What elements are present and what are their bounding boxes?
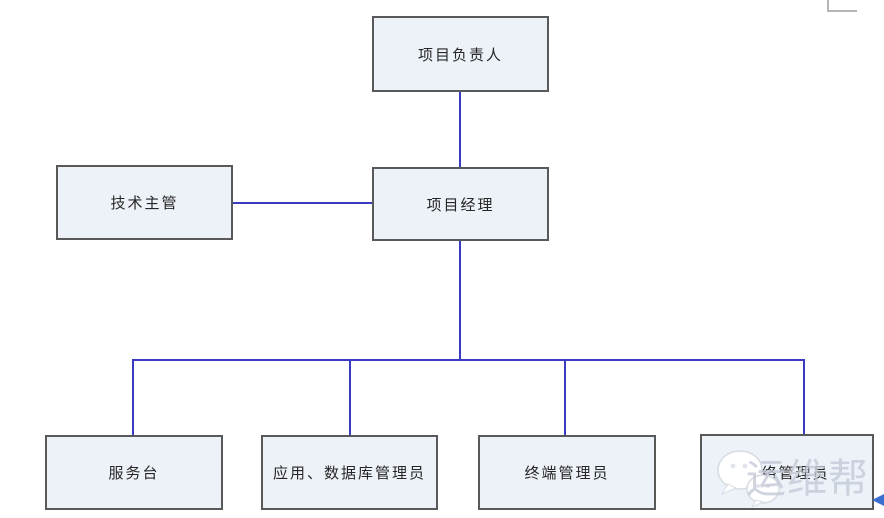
connector-leader-to-manager bbox=[459, 92, 461, 167]
node-terminal-admin: 终端管理员 bbox=[478, 435, 656, 510]
node-project-manager-label: 项目经理 bbox=[426, 196, 495, 214]
connector-tech-to-manager bbox=[233, 202, 372, 204]
blue-arrow-artifact bbox=[872, 494, 884, 506]
connector-distribution-line bbox=[132, 359, 805, 361]
node-terminal-admin-label: 终端管理员 bbox=[524, 465, 610, 482]
node-network-admin-label: 网络管理员 bbox=[744, 464, 830, 482]
connector-drop-network-admin bbox=[803, 359, 805, 434]
connector-drop-terminal-admin bbox=[564, 359, 566, 435]
node-project-leader-label: 项目负责人 bbox=[417, 46, 503, 64]
node-project-leader: 项目负责人 bbox=[372, 16, 549, 92]
node-service-desk: 服务台 bbox=[45, 435, 223, 510]
connector-drop-service-desk bbox=[132, 359, 134, 435]
node-service-desk-label: 服务台 bbox=[108, 465, 160, 482]
node-app-db-admin-label: 应用、数据库管理员 bbox=[272, 465, 426, 482]
connector-manager-to-distribution bbox=[459, 241, 461, 360]
node-tech-supervisor: 技术主管 bbox=[56, 165, 233, 240]
node-project-manager: 项目经理 bbox=[372, 167, 549, 241]
connector-drop-app-db-admin bbox=[349, 359, 351, 435]
node-app-db-admin: 应用、数据库管理员 bbox=[261, 435, 438, 510]
node-tech-supervisor-label: 技术主管 bbox=[110, 195, 179, 212]
cropped-box-corner-vertical bbox=[827, 0, 829, 12]
node-network-admin: 网络管理员 bbox=[700, 434, 874, 510]
cropped-box-corner-horizontal bbox=[827, 10, 857, 12]
